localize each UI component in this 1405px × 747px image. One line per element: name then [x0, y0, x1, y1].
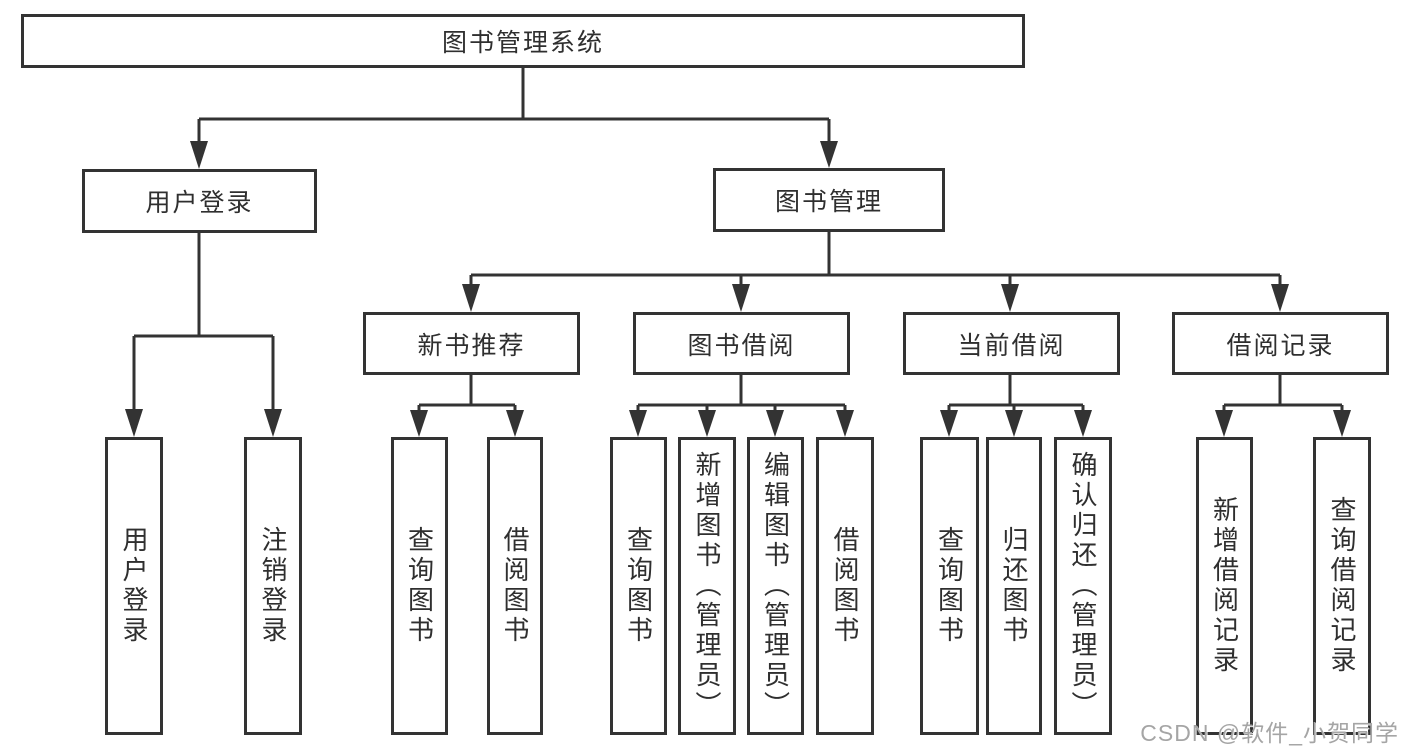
leaf-borrow-books-recommend: 借阅图书	[487, 437, 543, 735]
leaf-user-login: 用户登录	[105, 437, 163, 735]
connector-book-borrow-split	[636, 374, 847, 410]
leaf-borrow-books: 借阅图书	[816, 437, 874, 735]
arrowheads	[125, 141, 1351, 437]
node-user-login: 用户登录	[82, 169, 317, 233]
connector-user-login-split	[132, 233, 275, 410]
leaf-add-book-admin: 新增图书（管理员）	[678, 437, 736, 735]
leaf-confirm-return-admin: 确认归还（管理员）	[1054, 437, 1112, 735]
leaf-query-books-current: 查询图书	[920, 437, 979, 735]
node-new-book-recommend: 新书推荐	[363, 312, 580, 375]
connector-current-borrow-split	[947, 374, 1085, 410]
leaf-edit-book-admin: 编辑图书（管理员）	[747, 437, 804, 735]
connector-book-management-split	[469, 231, 1282, 285]
leaf-query-books-borrow: 查询图书	[610, 437, 667, 735]
leaf-query-borrow-record: 查询借阅记录	[1313, 437, 1371, 735]
node-book-borrow: 图书借阅	[633, 312, 850, 375]
node-current-borrow: 当前借阅	[903, 312, 1120, 375]
connector-root-split	[197, 66, 831, 142]
leaf-add-borrow-record: 新增借阅记录	[1196, 437, 1253, 735]
leaf-query-books-recommend: 查询图书	[391, 437, 448, 735]
leaf-logout: 注销登录	[244, 437, 302, 735]
leaf-return-book: 归还图书	[986, 437, 1042, 735]
node-library-management-system: 图书管理系统	[21, 14, 1025, 68]
node-borrow-records: 借阅记录	[1172, 312, 1389, 375]
node-book-management: 图书管理	[713, 168, 945, 232]
connector-new-book-split	[417, 374, 517, 410]
csdn-watermark: CSDN @软件_小贺同学	[1140, 720, 1399, 746]
connector-borrow-records-split	[1222, 374, 1344, 410]
